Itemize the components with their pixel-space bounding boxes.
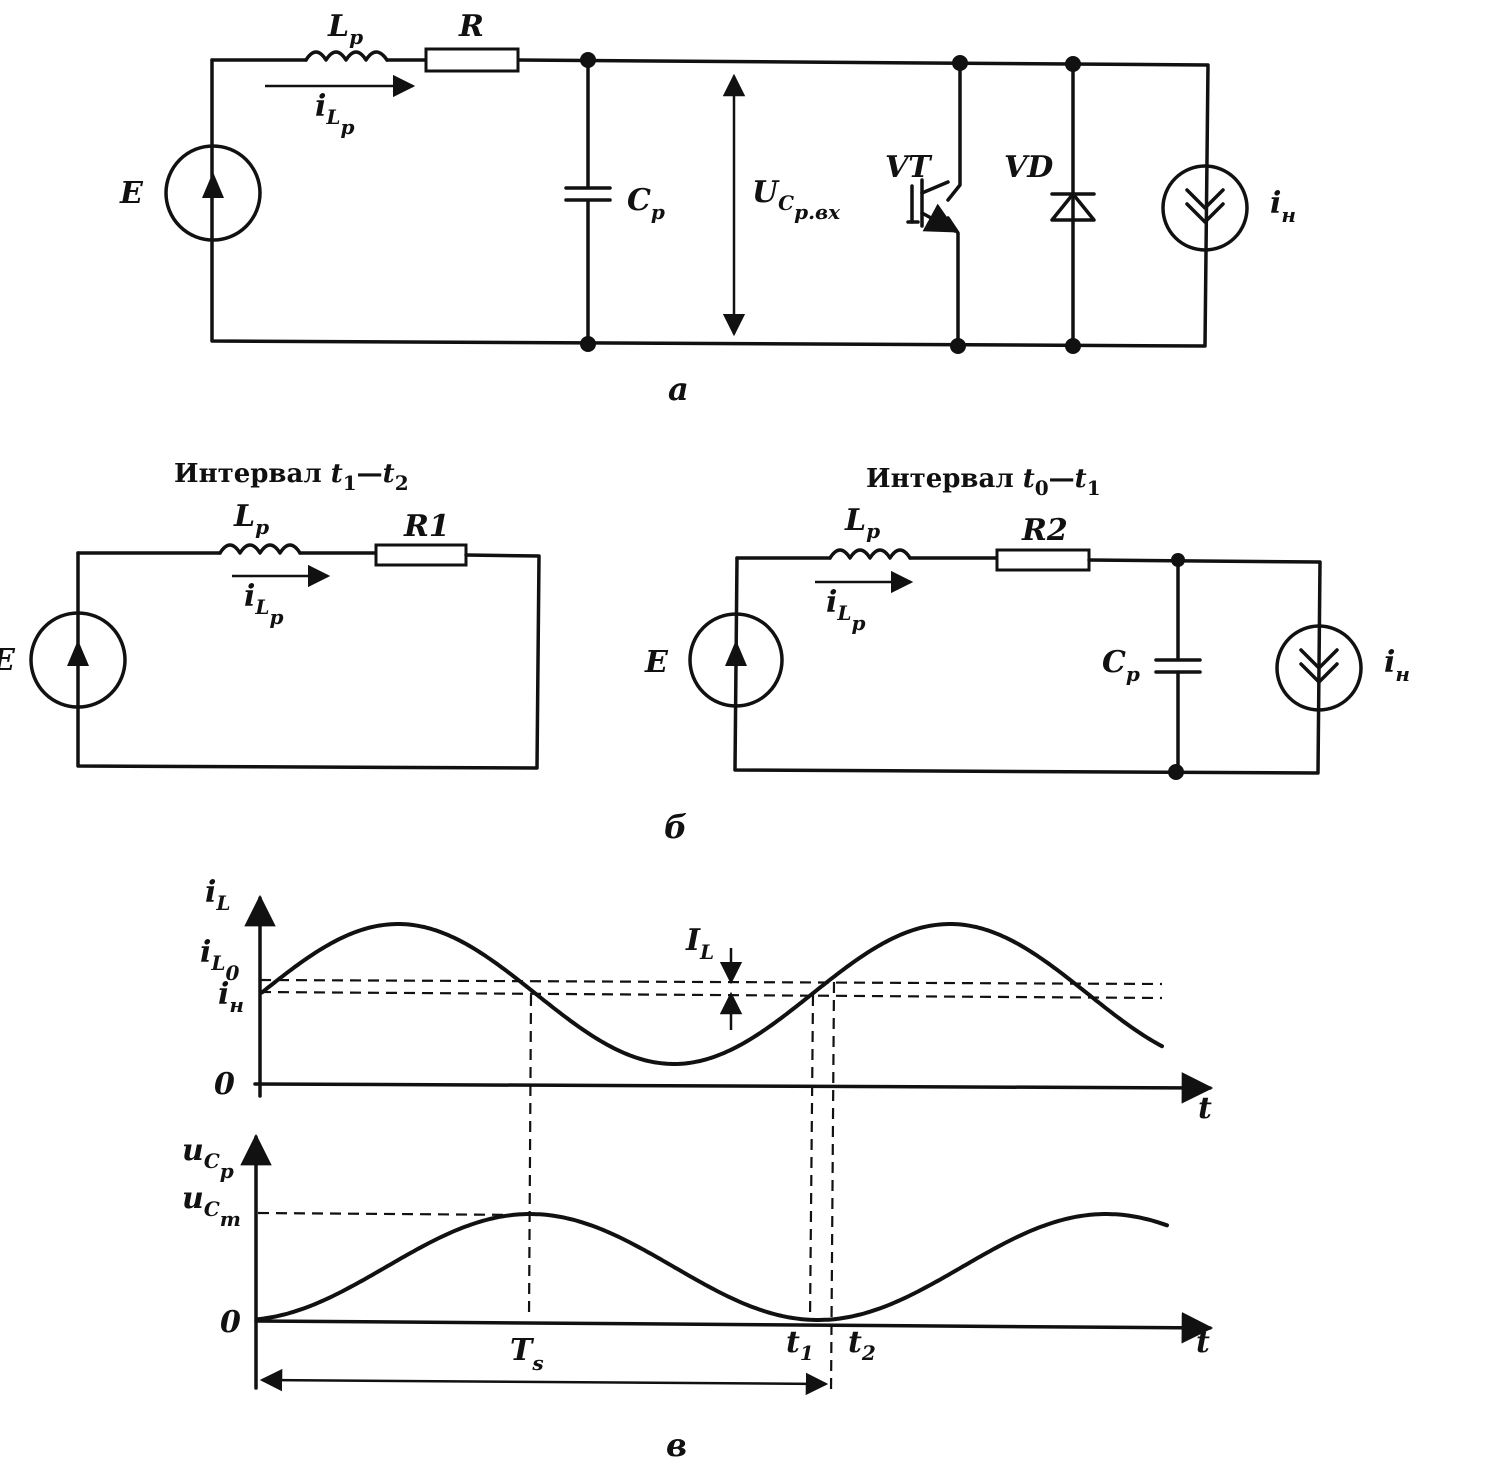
graph1-ylabel: iL [205,875,230,915]
voltage-source-e-right [688,612,784,708]
caption-a: а [668,370,689,408]
label-current-ilp: iLр [315,89,354,139]
header-interval-t1-t2: Интервал t1—t2 [174,459,409,495]
graph2-zero: 0 [220,1305,241,1340]
label-capacitor: Cр [627,183,665,224]
resistor-r1 [374,543,468,567]
graph1-label-IL: IL [685,923,714,964]
label-load-current: iн [1270,186,1296,227]
dash-t2 [829,981,836,1395]
label-load-current-right: iн [1384,645,1410,686]
graph-il: iL iL0 iн IL 0 t [200,875,1214,1395]
graph2-curve-ucp [256,1212,1169,1322]
label-resistor: R [458,9,484,44]
label-inductor-right: Lр [844,503,880,543]
transistor-vt [906,178,958,233]
graph1-label-in: iн [218,977,244,1017]
inductor-lp-right [828,548,912,560]
inductor-lp [304,50,389,62]
caption-b: б [664,808,687,846]
current-source-in-right [1275,624,1363,712]
current-source-in [1161,164,1249,252]
circuit-b-right: Интервал t0—t1 Lр R2 iLр E Cр iн [644,464,1410,780]
graph1-dash-il0 [259,978,1163,986]
label-ts: Ts [510,1333,544,1375]
voltage-source-e [164,144,262,242]
label-transistor: VT [885,150,933,185]
graph2-xlabel: t [1196,1325,1210,1360]
graph1-x-axis [253,1072,1214,1104]
caption-c: в [666,1426,687,1464]
label-source-e-right: E [644,645,669,680]
label-capacitor-right: Cр [1102,645,1140,686]
label-t1: t1 [786,1325,814,1365]
period-arrow [259,1368,829,1396]
graph-ucp: uCр uCm 0 t Ts t1 t2 [182,1133,1214,1396]
voltage-source-e-left [29,611,127,709]
graph2-x-axis [254,1312,1214,1344]
circuit-a-wires [210,58,1210,348]
graph1-label-il0: iL0 [200,935,239,985]
graph2-dash-ucm [257,1211,529,1217]
diode-vd [1050,192,1096,222]
graph2-ylabel: uCр [182,1133,234,1183]
label-inductor-left: Lр [233,499,269,539]
label-source-e: E [119,176,144,211]
label-resistor-r1: R1 [403,509,450,544]
dash-t1 [808,994,815,1321]
graph2-label-ucm: uCm [182,1181,241,1231]
resistor-r [424,47,520,73]
label-voltage: UCр.вх [752,175,841,224]
graph1-dash-in [259,990,1163,1000]
label-current-right: iLр [826,585,865,635]
label-resistor-r2: R2 [1021,513,1068,548]
capacitor-cp-right [1154,658,1202,674]
label-current-left: iLр [244,579,283,629]
dash-ts [527,994,533,1319]
inductor-lp-left [218,543,302,555]
label-source-e-left: E [0,643,16,678]
capacitor-cp [564,186,612,202]
circuit-b-left: Интервал t1—t2 Lр R1 iLр E [0,459,541,770]
graph1-xlabel: t [1198,1091,1212,1126]
graph1-zero: 0 [214,1067,235,1102]
label-diode: VD [1004,150,1053,185]
label-t2: t2 [848,1325,876,1365]
junction-dots [580,52,1081,354]
graph1-curve-il [260,922,1164,1066]
header-interval-t0-t1: Интервал t0—t1 [866,464,1101,500]
circuit-a: Lр R iLр E Cр UCр.вх VT VD iн а [119,9,1296,408]
resistor-r2 [995,548,1091,572]
label-inductor: Lр [327,9,363,49]
